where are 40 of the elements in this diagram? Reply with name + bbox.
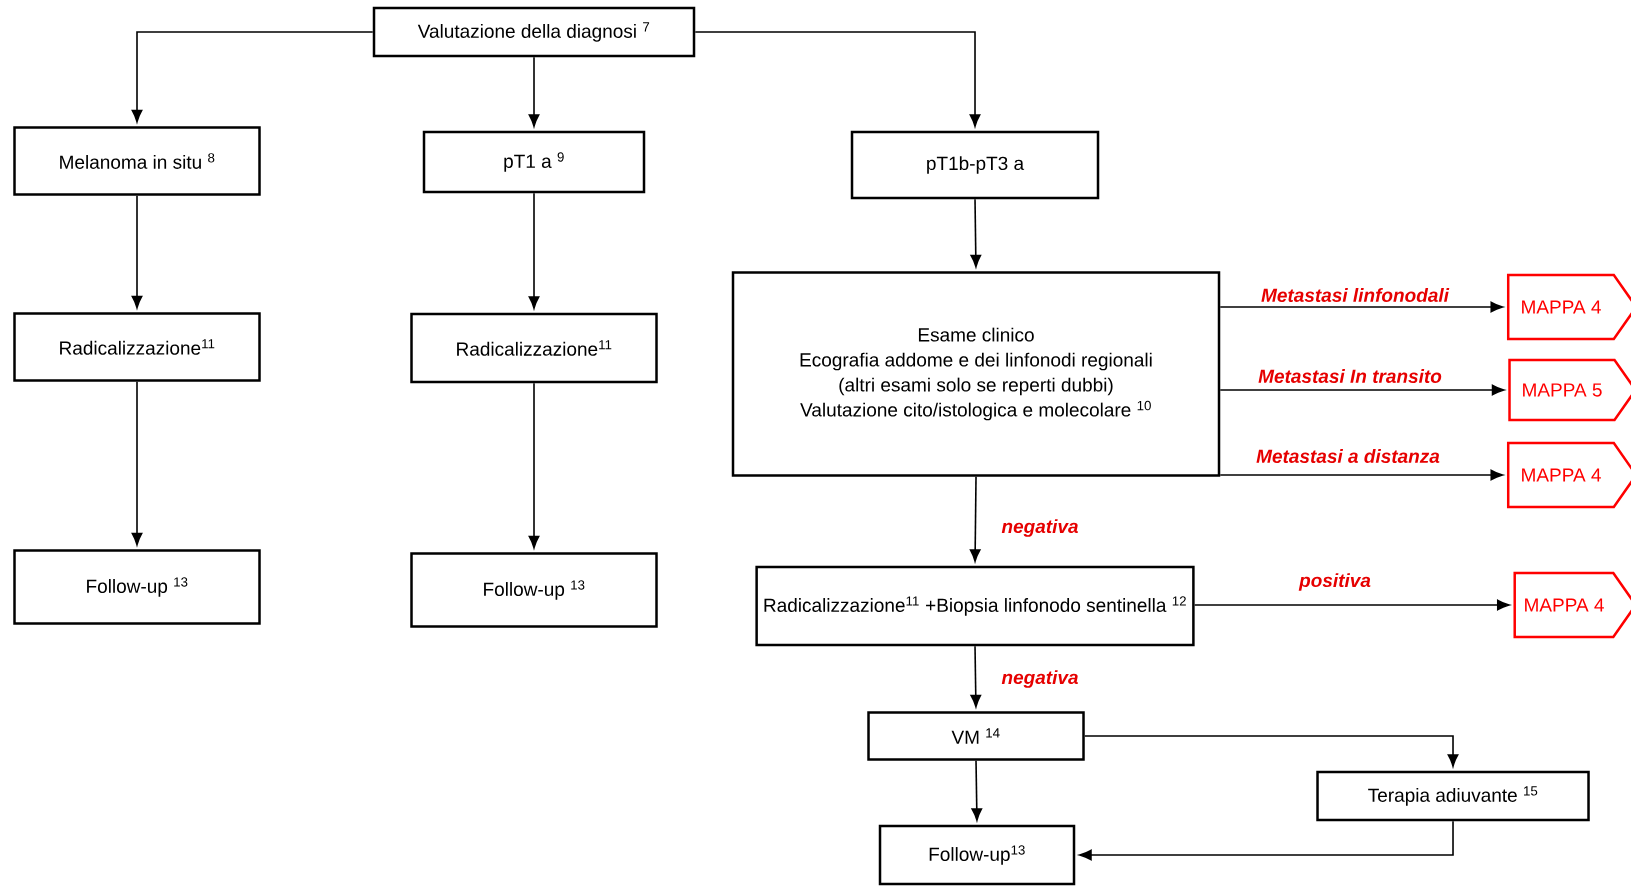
edge-label: Metastasi In transito — [1257, 368, 1443, 384]
process-box: Follow-up$^{13}$ — [878, 824, 1076, 886]
process-box: Follow-up $^{13}$ — [410, 552, 658, 628]
arrow — [1219, 469, 1504, 481]
arrow — [528, 56, 540, 127]
process-box: VM $^{14}$ — [867, 711, 1085, 761]
arrow — [969, 475, 981, 562]
arrow — [131, 194, 143, 309]
arrow — [971, 759, 983, 821]
arrow — [131, 380, 143, 546]
arrow — [528, 382, 540, 549]
process-box: Esame clinico Ecografia addome e dei linfonodi regionali (altri esami solo se reperti dubbi) Valutazione cito/istologica e molecolare $^{10}$ — [731, 271, 1221, 477]
map-arrow-box: MAPPA 4 — [1506, 441, 1631, 509]
process-box: pT1b-pT3 a — [850, 130, 1100, 200]
arrow — [970, 198, 982, 268]
process-box: pT1 a $^{9}$ — [422, 130, 646, 194]
process-box: Radicalizzazione$^{11}$ — [13, 312, 261, 382]
process-box: Follow-up $^{13}$ — [13, 549, 261, 625]
arrow — [1219, 384, 1505, 396]
arrow — [1193, 599, 1510, 611]
process-box: Valutazione della diagnosi $^{7}$ — [372, 6, 696, 58]
edge-label: Metastasi a distanza — [1255, 448, 1441, 464]
edge-label: negativa — [1000, 669, 1080, 689]
process-box: Radicalizzazione$^{11}$ — [410, 312, 658, 384]
map-arrow-box: MAPPA 5 — [1508, 358, 1631, 422]
arrow — [1083, 735, 1459, 767]
arrow — [1219, 301, 1504, 313]
process-box: Radicalizzazione$^{11}$ +Biopsia linfonodo sentinella $^{12}$ — [755, 565, 1195, 647]
arrow — [528, 192, 540, 309]
process-box: Terapia adiuvante $^{15}$ — [1316, 770, 1590, 822]
arrow — [1079, 820, 1454, 861]
arrow — [694, 31, 981, 127]
process-box: Melanoma in situ $^{8}$ — [13, 126, 261, 196]
edge-label: negativa — [1000, 518, 1080, 538]
map-arrow-box: MAPPA 4 — [1513, 571, 1631, 639]
edge-label: Metastasi linfonodali — [1260, 287, 1450, 303]
arrow — [131, 31, 374, 123]
map-arrow-box: MAPPA 4 — [1506, 273, 1631, 341]
arrow — [970, 645, 982, 708]
edge-label: positiva — [1298, 572, 1372, 592]
